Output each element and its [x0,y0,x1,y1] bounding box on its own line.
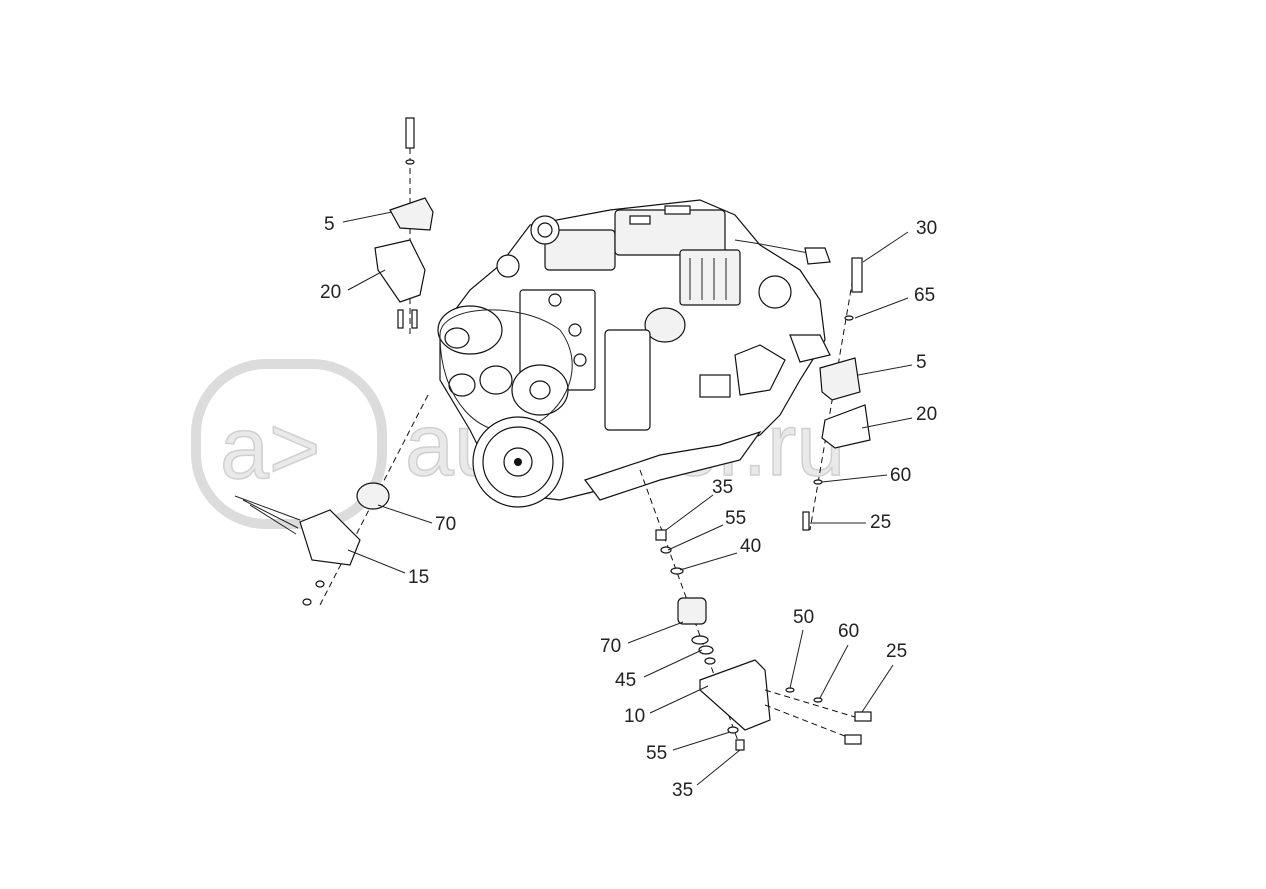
mounting-bolt [405,117,415,149]
washer [844,315,854,321]
alternator-pulley [444,327,470,349]
drive-belt [439,309,573,432]
upper-mount-insulator [389,197,434,231]
idler-pulley [479,365,513,395]
bracket-bolt [411,309,418,329]
starter-motor [734,344,786,396]
pump-detail [689,258,727,300]
bolt-head [854,711,872,722]
right-mount-bracket [821,404,871,449]
bottom-mount-stack [639,469,872,753]
callout-label: 30 [916,218,937,239]
callout-label: 35 [712,477,733,498]
washer [704,657,716,665]
washer [727,726,739,734]
sensor-connector [804,247,831,265]
leader-lines [342,211,913,786]
turbo-inlet-bore [537,222,553,238]
callout-label: 55 [725,508,746,529]
lower-bracket [699,659,771,731]
nut [315,580,325,588]
callout-label: 55 [646,743,667,764]
lock-washer [813,479,823,485]
watermark-logo-frame [191,359,387,529]
bolt-head [844,734,862,745]
callout-label: 70 [600,636,621,657]
washer [405,159,415,165]
washer [785,687,795,693]
callout-label: 40 [740,536,761,557]
cover-bolt [573,353,587,367]
assembly-axis [764,689,866,741]
washer [691,635,709,645]
oil-pan [584,430,762,501]
right-mount-stack [802,257,871,531]
spacer-sleeve [851,257,863,293]
callout-label: 45 [615,670,636,691]
callout-label: 70 [435,514,456,535]
oil-cooler [604,329,651,431]
callout-label: 5 [916,352,927,373]
callout-labels: 5 20 30 65 5 20 60 25 70 15 35 55 40 70 … [320,214,937,801]
nut [735,739,745,751]
pipe-end [496,254,520,278]
callout-label: 20 [320,282,341,303]
ecu-box [699,374,731,398]
lock-washer [813,697,823,703]
alternator [437,305,503,355]
washer [670,567,684,575]
fuel-injection-pump [679,249,741,306]
upper-mount-bracket [374,239,426,303]
callout-label: 35 [672,780,693,801]
callout-label: 50 [793,607,814,628]
right-mount-insulator [819,357,861,401]
oil-filter [644,307,686,343]
watermark-logo-glyph: a> [220,398,320,497]
cover-detail [664,205,691,215]
engine-assembly [437,199,831,508]
water-pump-hub [529,380,551,400]
cover-bolt [548,293,562,307]
bolt [802,511,810,531]
nut [302,598,312,606]
callout-label: 10 [624,706,645,727]
pump-gear-housing [758,275,792,309]
bracket-bolts [234,495,301,535]
callout-label: 25 [870,512,891,533]
left-upper-mount-stack [374,117,434,335]
rear-bracket [789,334,831,363]
cover-detail [629,215,651,225]
rubber-insulator [356,482,390,510]
callout-label: 5 [324,214,335,235]
callout-label: 25 [886,641,907,662]
callout-label: 60 [890,465,911,486]
washer [660,546,672,554]
cover-bolt [568,323,582,337]
rubber-insulator [677,597,707,625]
bracket-bolt [397,309,404,329]
callout-label: 15 [408,567,429,588]
callout-label: 20 [916,404,937,425]
callout-label: 65 [914,285,935,306]
callout-label: 60 [838,621,859,642]
spacer [655,529,667,541]
assembly-axis [809,259,857,531]
crankshaft-center [514,458,522,466]
front-left-mount-stack [234,394,429,606]
washer [698,645,714,655]
